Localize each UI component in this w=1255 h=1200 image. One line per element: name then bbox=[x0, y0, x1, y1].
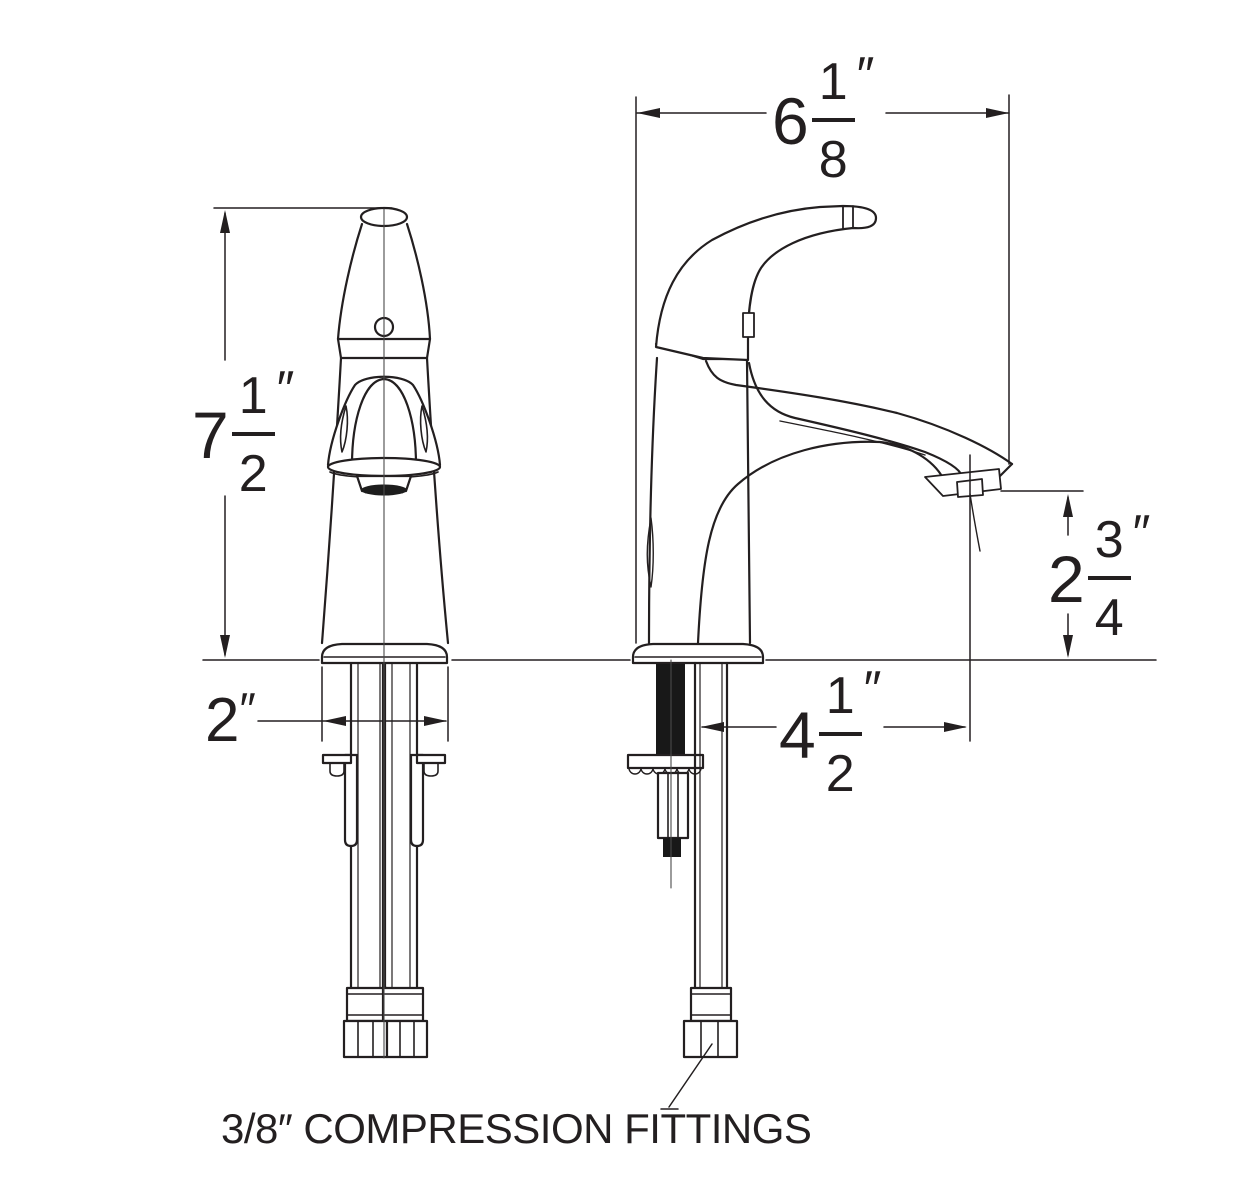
dimension-lines bbox=[202, 94, 1157, 1110]
side-mount-nut-facets bbox=[667, 772, 679, 839]
dim-whole-number: 7 bbox=[192, 398, 229, 472]
front-ferrule-right bbox=[381, 986, 425, 1023]
side-ferrule bbox=[689, 986, 733, 1023]
side-spout-underside bbox=[747, 361, 964, 478]
dim-overall-height-label: 7 1 2 ″ bbox=[192, 364, 294, 503]
dim-spout-height-label: 2 3 4 ″ bbox=[1048, 508, 1150, 647]
dim-denominator: 2 bbox=[825, 745, 855, 803]
side-body-highlight bbox=[646, 517, 654, 588]
arrowhead-left bbox=[323, 716, 346, 726]
front-mount-bar-left bbox=[343, 753, 359, 848]
dim-unit-inches: ″ bbox=[239, 683, 256, 735]
dim-denominator: 8 bbox=[818, 131, 848, 189]
dim-fraction: 1 2 bbox=[231, 370, 275, 503]
dim-base-width-label: 2 ″ bbox=[205, 686, 256, 755]
front-nut-left-facets bbox=[357, 1020, 374, 1058]
arrowhead-right bbox=[986, 108, 1009, 118]
front-ferrule-left bbox=[345, 986, 389, 1023]
side-view bbox=[631, 204, 1014, 665]
dim-overall-width-lines bbox=[635, 94, 1010, 644]
dim-whole-number: 4 bbox=[779, 698, 816, 772]
dim-numerator: 1 bbox=[811, 56, 855, 122]
side-handle-pivot-tab bbox=[742, 312, 755, 338]
dim-unit-inches: ″ bbox=[1132, 505, 1151, 561]
side-compression-nut bbox=[682, 1019, 739, 1059]
dim-unit-inches: ″ bbox=[863, 661, 882, 717]
dim-whole-number: 2 bbox=[1048, 542, 1085, 616]
side-compression-nut-facets bbox=[700, 1020, 719, 1058]
front-body-right-edge bbox=[425, 356, 450, 645]
dim-numerator: 1 bbox=[231, 370, 275, 436]
side-spout-tip-face bbox=[998, 462, 1014, 478]
arrowhead-up bbox=[1063, 494, 1073, 517]
arrowhead-right bbox=[944, 722, 967, 732]
dim-spout-reach-lines bbox=[701, 454, 971, 742]
arrowhead-right bbox=[424, 716, 447, 726]
dim-whole-number: 6 bbox=[772, 84, 809, 158]
front-compression-nut-left bbox=[342, 1019, 389, 1059]
dim-denominator: 4 bbox=[1094, 589, 1124, 647]
front-compression-nut-right bbox=[385, 1019, 429, 1059]
dim-overall-width-label: 6 1 8 ″ bbox=[772, 50, 874, 189]
side-under-counter bbox=[626, 661, 739, 1059]
front-mount-hook-left bbox=[329, 762, 345, 777]
side-handle-grip-lines bbox=[842, 205, 854, 229]
dim-numerator: 3 bbox=[1087, 514, 1131, 580]
arrowhead-down bbox=[220, 635, 230, 658]
side-body-left-edge bbox=[647, 356, 659, 645]
side-supply-tube-inner bbox=[699, 662, 723, 989]
side-washer-serrations bbox=[628, 767, 702, 775]
arrowhead-left bbox=[701, 722, 724, 732]
front-ferrule-right-lines bbox=[382, 993, 424, 1016]
front-under-counter bbox=[321, 662, 447, 1059]
side-body-right-edge bbox=[745, 359, 752, 645]
front-mount-bar-right bbox=[409, 753, 425, 848]
front-handle-right-edge bbox=[405, 222, 432, 341]
side-mount-washer bbox=[626, 753, 705, 770]
front-mount-hook-right bbox=[423, 762, 439, 777]
front-bell-highlight-right bbox=[419, 405, 429, 453]
dim-spout-height-lines bbox=[1000, 490, 1084, 658]
dim-whole-number: 2 bbox=[205, 686, 240, 755]
front-ferrule-left-lines bbox=[346, 993, 388, 1016]
side-mount-nut bbox=[656, 771, 690, 840]
dim-denominator: 2 bbox=[238, 445, 268, 503]
dim-fraction: 3 4 bbox=[1087, 514, 1131, 647]
front-body-left-edge bbox=[320, 356, 343, 645]
side-supply-tube bbox=[693, 661, 729, 990]
dim-fraction: 1 8 bbox=[811, 56, 855, 189]
dim-base-width-lines bbox=[257, 666, 449, 742]
side-ferrule-lines bbox=[690, 993, 732, 1016]
front-mount-wing-left bbox=[321, 753, 353, 765]
dim-numerator: 1 bbox=[818, 670, 862, 736]
dim-unit-inches: ″ bbox=[276, 361, 295, 417]
front-handle-left-edge bbox=[336, 222, 364, 341]
arrowhead-down bbox=[1063, 635, 1073, 658]
side-escutcheon bbox=[631, 642, 765, 665]
note-leader-line bbox=[660, 1043, 713, 1110]
front-view bbox=[320, 206, 450, 665]
dim-unit-inches: ″ bbox=[856, 47, 875, 103]
side-spout-top-edge bbox=[704, 359, 1014, 466]
dim-fraction: 1 2 bbox=[818, 670, 862, 803]
dim-overall-height-lines bbox=[213, 207, 393, 658]
arrowhead-left bbox=[637, 108, 660, 118]
side-water-stream bbox=[969, 493, 981, 552]
centerlines bbox=[383, 208, 672, 1059]
dim-spout-reach-label: 4 1 2 ″ bbox=[779, 664, 881, 803]
side-stud-tip bbox=[663, 838, 681, 857]
arrowhead-up bbox=[220, 210, 230, 233]
front-nut-right-facets bbox=[399, 1020, 415, 1058]
side-handle-lever bbox=[654, 204, 878, 362]
side-spout-arch bbox=[696, 440, 947, 645]
front-mount-wing-right bbox=[415, 753, 447, 765]
compression-fittings-note: 3/8″ COMPRESSION FITTINGS bbox=[221, 1105, 812, 1152]
front-bell-highlight-left bbox=[339, 405, 349, 453]
